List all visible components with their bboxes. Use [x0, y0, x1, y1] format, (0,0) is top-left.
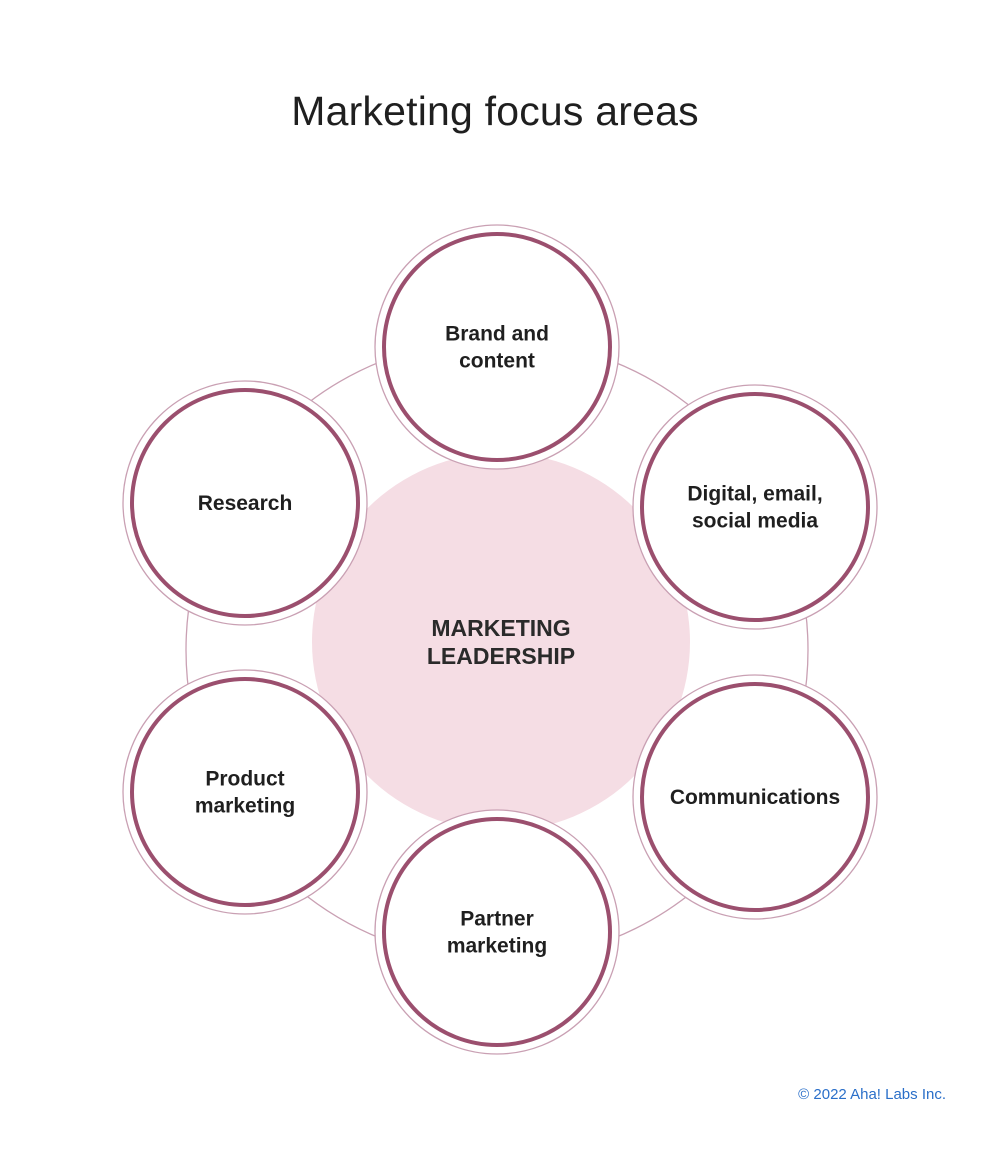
node-label: Communications — [670, 786, 840, 809]
node-label: Research — [198, 492, 293, 515]
node-label: Brand and content — [445, 323, 549, 373]
page-title: Marketing focus areas — [291, 88, 699, 134]
node-partner-marketing: Partner marketing — [374, 809, 620, 1055]
node-ring — [382, 232, 612, 462]
node-label-line: marketing — [447, 935, 547, 958]
node-digital-email-social-media: Digital, email, social media — [632, 384, 878, 630]
node-label-line: Communications — [670, 786, 840, 809]
node-label: Partner marketing — [447, 908, 547, 958]
node-ring — [640, 392, 870, 622]
node-label: Product marketing — [195, 768, 295, 818]
node-ring — [382, 817, 612, 1047]
node-ring — [640, 682, 870, 912]
node-label-line: Partner — [460, 908, 534, 931]
copyright-notice: © 2022 Aha! Labs Inc. — [798, 1086, 946, 1103]
node-brand-and-content: Brand and content — [374, 224, 620, 470]
node-label-line: Brand and — [445, 323, 549, 346]
node-label-line: social media — [692, 510, 818, 533]
node-label-line: content — [459, 350, 535, 373]
center-label-line: LEADERSHIP — [427, 643, 575, 669]
node-label: Digital, email, social media — [687, 483, 822, 533]
node-ring — [130, 677, 360, 907]
node-label-line: Product — [205, 768, 284, 791]
node-product-marketing: Product marketing — [122, 669, 368, 915]
node-label-line: marketing — [195, 795, 295, 818]
center-circle — [312, 453, 690, 831]
node-communications: Communications — [632, 674, 878, 920]
node-research: Research — [122, 380, 368, 626]
center-label-line: MARKETING — [431, 615, 570, 641]
node-label-line: Digital, email, — [687, 483, 822, 506]
node-label-line: Research — [198, 492, 293, 515]
node-ring — [130, 388, 360, 618]
